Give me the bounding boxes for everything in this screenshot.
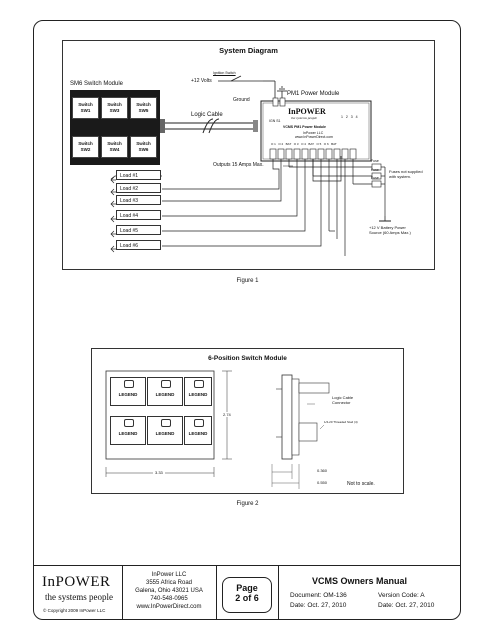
legend-label-6: LEGEND bbox=[188, 431, 208, 436]
connector-label: Logic Cable Connector bbox=[332, 395, 354, 405]
switch-sw5-line2: SW5 bbox=[138, 108, 149, 113]
logic-cable-label: Logic Cable bbox=[191, 112, 223, 118]
load-5: Load #5 bbox=[116, 225, 161, 235]
footer-company: InPower LLC bbox=[151, 572, 187, 578]
power-module-label: PM1 Power Module bbox=[287, 91, 340, 97]
figure2-caption: Figure 2 bbox=[236, 501, 259, 507]
switch-module-label: SM6 Switch Module bbox=[70, 81, 124, 87]
ignition-switch-label: Ignition Switch bbox=[213, 71, 236, 75]
figure1-caption: Figure 1 bbox=[236, 278, 259, 284]
switch-sw1-line2: SW1 bbox=[80, 108, 91, 113]
switch-sw6-line1: Switch bbox=[136, 141, 151, 146]
legend-label-5: LEGEND bbox=[155, 431, 175, 436]
ground-label: Ground bbox=[233, 97, 250, 103]
footer-divider-3 bbox=[278, 565, 279, 620]
legend-label-4: LEGEND bbox=[118, 431, 138, 436]
page-indicator: Page 2 of 6 bbox=[222, 577, 272, 613]
legend-led-3 bbox=[194, 380, 204, 388]
load-6: Load #6 bbox=[116, 240, 161, 250]
pm-title: VCMS PM1 Power Module bbox=[283, 125, 326, 129]
page-label: Page bbox=[236, 583, 258, 593]
pm-terminals-fuse: 1 2 3 4 bbox=[341, 115, 358, 119]
figure2-box: 6-Position Switch Module LEGEND LEGEND L… bbox=[91, 348, 404, 494]
document-number: Document: OM-136 bbox=[290, 592, 347, 599]
footer-divider-1 bbox=[122, 565, 123, 620]
document-date: Date: Oct. 27, 2010 bbox=[290, 602, 347, 609]
volts-label: +12 Volts bbox=[191, 78, 212, 84]
footer-website: www.InPowerDirect.com bbox=[136, 604, 202, 610]
outputs-label: Outputs 15 Amps Max. bbox=[213, 162, 264, 168]
switch-sw6-line2: SW6 bbox=[138, 147, 149, 152]
footer-copyright: © Copyright 2009 InPower LLC bbox=[43, 608, 106, 613]
version-code: Version Code: A bbox=[378, 592, 425, 599]
load-4: Load #4 bbox=[116, 210, 161, 220]
switch-sw2-line1: Switch bbox=[78, 141, 93, 146]
switch-sw5-line1: Switch bbox=[136, 102, 151, 107]
footer-tagline: the systems people bbox=[45, 592, 113, 602]
switch-sw3-line2: SW3 bbox=[109, 108, 120, 113]
footer-brand-logo: InPOWER bbox=[42, 574, 111, 590]
legend-button-3: LEGEND bbox=[184, 377, 212, 406]
legend-led-1 bbox=[124, 380, 134, 388]
height-dimension: 2.74 bbox=[223, 412, 231, 417]
legend-button-4: LEGEND bbox=[110, 416, 146, 445]
load-2: Load #2 bbox=[116, 183, 161, 193]
legend-led-5 bbox=[161, 419, 171, 427]
legend-button-1: LEGEND bbox=[110, 377, 146, 406]
footer-phone: 740-548-0965 bbox=[150, 596, 188, 602]
pm-company: InPower LLC bbox=[303, 131, 324, 135]
switch-sw1-line1: Switch bbox=[78, 102, 93, 107]
dimension-a: 0.360 bbox=[317, 468, 328, 473]
battery-note: +12 V Battery Power Source (60 Amps Max.… bbox=[369, 225, 411, 235]
pm-brand-logo: InPOWER bbox=[288, 107, 326, 116]
load-3: Load #3 bbox=[116, 195, 161, 205]
legend-led-4 bbox=[124, 419, 134, 427]
legend-button-6: LEGEND bbox=[184, 416, 212, 445]
legend-led-2 bbox=[161, 380, 171, 388]
switch-sw4-line2: SW4 bbox=[109, 147, 120, 152]
fuses-note: Fuses not supplied with system. bbox=[389, 169, 423, 179]
footer-rule bbox=[33, 565, 461, 566]
fuse-label-2: Fuse bbox=[371, 168, 379, 172]
dimension-b: 0.550 bbox=[317, 480, 328, 485]
switch-sw2-line2: SW2 bbox=[80, 147, 91, 152]
pm-terminals-top: IGN S1 bbox=[269, 119, 281, 123]
page-frame bbox=[33, 20, 461, 620]
width-dimension: 3.33 bbox=[153, 470, 165, 475]
legend-button-2: LEGEND bbox=[147, 377, 183, 406]
legend-label-1: LEGEND bbox=[118, 392, 138, 397]
figure1-title: System Diagram bbox=[219, 46, 278, 55]
scale-note: Not to scale. bbox=[347, 481, 375, 487]
fuse-label-3: Fuse bbox=[371, 176, 379, 180]
footer-divider-2 bbox=[216, 565, 217, 620]
page-number: 2 of 6 bbox=[235, 593, 259, 603]
switch-sw4-line1: Switch bbox=[107, 141, 122, 146]
version-date: Date: Oct. 27, 2010 bbox=[378, 602, 435, 609]
load-1: Load #1 bbox=[116, 170, 161, 180]
pm-site: www.InPowerDirect.com bbox=[295, 135, 333, 139]
legend-button-5: LEGEND bbox=[147, 416, 183, 445]
legend-label-3: LEGEND bbox=[188, 392, 208, 397]
footer-address2: Galena, Ohio 43021 USA bbox=[135, 588, 203, 594]
fuse-label-1: Fuse bbox=[371, 159, 379, 163]
legend-led-6 bbox=[194, 419, 204, 427]
manual-title: VCMS Owners Manual bbox=[312, 576, 408, 586]
legend-label-2: LEGEND bbox=[155, 392, 175, 397]
switch-sw3-line1: Switch bbox=[107, 102, 122, 107]
footer-address1: 3555 Africa Road bbox=[145, 580, 193, 586]
footer-address-block: InPower LLC 3555 Africa Road Galena, Ohi… bbox=[122, 571, 216, 611]
pm-terminals-bottom: O 1 O 2 BAT O 3 O 4 BAT O 5 O 6 BAT bbox=[271, 142, 337, 146]
pm-tagline: the systems people bbox=[291, 116, 318, 120]
stud-label: 1/4-20 Threaded Stud (4) bbox=[324, 420, 358, 424]
figure2-title: 6-Position Switch Module bbox=[208, 355, 287, 362]
